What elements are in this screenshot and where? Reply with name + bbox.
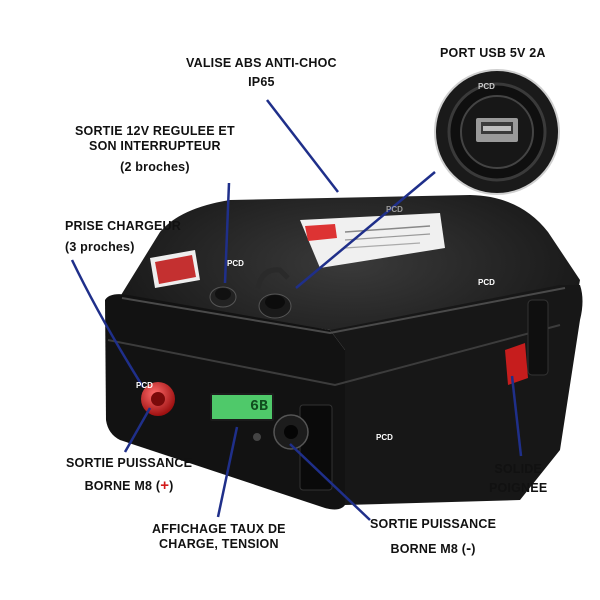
label-power-plus-line1: SORTIE PUISSANCE [66, 456, 193, 470]
label-charger: PRISE CHARGEUR (3 proches) [65, 219, 181, 255]
label-handle-line1: SOLIDE [494, 462, 543, 476]
label-case-line2: IP65 [248, 75, 275, 89]
watermark: PCD [376, 433, 393, 442]
label-power-plus-line2: BORNE M8 (+) [66, 478, 192, 494]
lcd-display: 6B [210, 393, 274, 421]
label-display-line1: AFFICHAGE TAUX DE [152, 522, 286, 536]
label-power-plus-prefix: BORNE M8 ( [84, 479, 161, 493]
label-power-plus: SORTIE PUISSANCE BORNE M8 (+) [66, 456, 192, 494]
label-12v-line2: SON INTERRUPTEUR [89, 139, 221, 153]
label-case-line1: VALISE ABS ANTI-CHOC [186, 56, 337, 70]
label-charger-line1: PRISE CHARGEUR [65, 219, 182, 233]
label-display: AFFICHAGE TAUX DE CHARGE, TENSION [152, 522, 286, 552]
label-power-minus-line2: BORNE M8 (-) [370, 541, 496, 557]
label-power-minus-prefix: BORNE M8 ( [390, 542, 467, 556]
label-handle-line2: POIGNEE [489, 481, 548, 495]
label-12v-line1: SORTIE 12V REGULEE ET [75, 124, 235, 138]
label-usb: PORT USB 5V 2A [440, 46, 546, 61]
watermark: PCD [386, 205, 403, 214]
label-power-plus-close: ) [169, 479, 174, 493]
label-power-minus: SORTIE PUISSANCE BORNE M8 (-) [370, 517, 496, 557]
watermark: PCD [227, 259, 244, 268]
label-12v-line3: (2 broches) [120, 160, 190, 174]
label-usb-text: PORT USB 5V 2A [440, 46, 546, 60]
plus-sign: + [160, 477, 170, 494]
label-handle: SOLIDE POIGNEE [489, 462, 547, 496]
label-power-minus-line1: SORTIE PUISSANCE [370, 517, 497, 531]
label-12v-output: SORTIE 12V REGULEE ET SON INTERRUPTEUR (… [75, 124, 235, 175]
watermark: PCD [478, 82, 495, 91]
label-case: VALISE ABS ANTI-CHOC IP65 [186, 56, 337, 90]
label-charger-line2: (3 proches) [65, 240, 135, 254]
watermark: PCD [478, 278, 495, 287]
watermark: PCD [136, 381, 153, 390]
pointer-lines [70, 99, 523, 521]
label-power-minus-close: ) [471, 542, 476, 556]
label-display-line2: CHARGE, TENSION [159, 537, 279, 551]
usb-port-closeup [434, 69, 560, 195]
minus-sign: - [466, 540, 472, 557]
